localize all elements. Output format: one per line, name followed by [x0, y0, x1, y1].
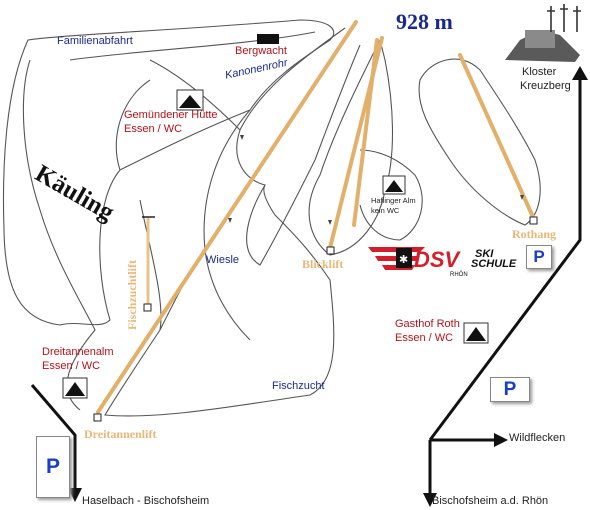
lift-stations [93, 216, 538, 422]
hut-haflinger-label-1: Haflinger Alm [371, 196, 416, 205]
rothang-station [529, 216, 538, 225]
kloster-icon [505, 4, 581, 62]
hut-roof [385, 180, 403, 192]
gemuendener-hut-icon [176, 89, 204, 111]
hut-bergwacht-label: Bergwacht [235, 45, 287, 57]
blicklift-slope-outline [308, 38, 394, 256]
hut-gasthof-label-1: Gasthof Roth [395, 318, 460, 330]
haflinger-hut-icon [382, 175, 406, 195]
hut-roof [179, 95, 201, 108]
arrow-haselbach-icon [68, 488, 82, 502]
lift-dreitannenlift-label[interactable]: Dreitannenlift [84, 427, 157, 441]
ski-school-line2: SCHULE [471, 258, 517, 270]
roads [30, 78, 582, 495]
hut-dreitannenalm-label-2: Essen / WC [42, 360, 101, 372]
lift-rothang-label[interactable]: Rothang [512, 227, 557, 241]
slope-wiesle[interactable]: Wiesle [206, 254, 240, 266]
haflinger-outline [359, 149, 423, 241]
fischzuchtlift-station [143, 303, 152, 312]
lift-blicklift-label[interactable]: Blicklift [302, 257, 344, 271]
hut-roof [466, 327, 486, 341]
familienabfahrt-outline [22, 31, 316, 411]
parking-sign-haselbach: P [36, 436, 70, 498]
road-kreuzberg [428, 78, 582, 441]
kloster-label-2: Kreuzberg [520, 80, 571, 92]
parking-sign-center: P [490, 377, 530, 402]
crosses-shape [547, 4, 581, 32]
rothang-outline [418, 58, 541, 226]
arrow-wildflecken-icon [494, 433, 508, 447]
slope-arrow-icon [240, 135, 244, 140]
inner-loop-outline [115, 59, 241, 171]
slope-arrows [228, 135, 524, 225]
dreitannenlift-station [93, 413, 102, 422]
building-shape [525, 30, 555, 48]
hut-gemuendener-label-2: Essen / WC [124, 123, 183, 135]
parking-sign-dsv: P [526, 245, 552, 269]
destination-wildflecken: Wildflecken [509, 432, 566, 444]
ski-school-sub: RHÖN [450, 271, 468, 278]
ski-school-line1: SKI [475, 248, 494, 260]
slope-arrow-icon [328, 220, 332, 225]
blicklift-line-2 [352, 38, 379, 227]
bergwacht-icon [257, 34, 279, 44]
hut-roof [65, 382, 85, 396]
hut-gasthof-label-2: Essen / WC [395, 332, 454, 344]
hut-haflinger-label-2: kein WC [371, 206, 400, 215]
slope-arrow-icon [228, 218, 232, 223]
slope-familienabfahrt[interactable]: Familienabfahrt [57, 35, 133, 47]
arrow-kreuzberg-icon [572, 66, 588, 80]
hut-gemuendener-label-1: Gemündener Hütte [124, 109, 218, 121]
ski-school-logo: ✱ DSV SKI SCHULE RHÖN [368, 247, 517, 278]
arrow-bischofsheim-icon [423, 493, 437, 507]
road-arrowheads [68, 66, 588, 507]
rothang-line [458, 53, 535, 219]
dreitannenalm-hut-icon [62, 377, 88, 399]
hut-dreitannenalm-label-1: Dreitannenalm [42, 346, 114, 358]
wiesle-outline [139, 199, 251, 341]
hut-icons [62, 34, 489, 399]
dreitannenlift-line [96, 20, 358, 414]
lift-fischzuchtlift-label[interactable]: Fischzuchtlift [125, 260, 139, 330]
dsv-logo-text: DSV [414, 247, 462, 272]
dsv-black-box [396, 248, 412, 268]
destination-bischofsheim: Bischofsheim a.d. Rhön [432, 495, 549, 507]
destination-haselbach: Haselbach - Bischofsheim [82, 495, 210, 507]
blicklift-station [326, 246, 335, 255]
gemuendener-slope-outline [236, 27, 361, 266]
road-haselbach [30, 384, 77, 490]
kloster-label-1: Kloster [522, 66, 557, 78]
gasthof-hut-icon [463, 322, 489, 344]
slope-arrow-icon [520, 195, 524, 200]
dsv-snowflake-icon: ✱ [399, 254, 408, 266]
peak-elevation: 928 m [396, 9, 453, 34]
lift-lines [96, 20, 535, 414]
slope-fischzucht[interactable]: Fischzucht [272, 380, 325, 392]
